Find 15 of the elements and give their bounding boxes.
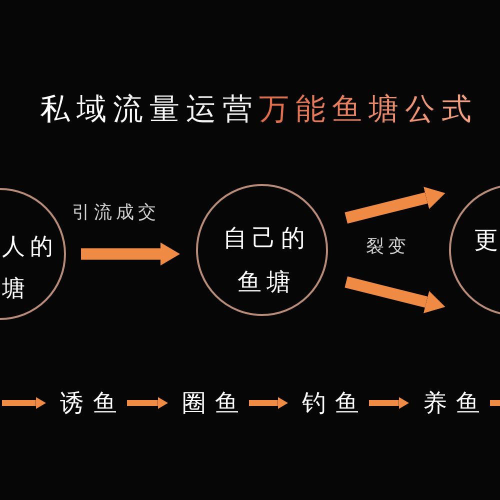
step-label: 圈鱼 <box>182 388 248 418</box>
arrow <box>344 276 446 312</box>
step-label: 诱鱼 <box>60 388 126 418</box>
arrow <box>249 398 288 408</box>
edge-label: 引流成交 <box>72 202 160 224</box>
step-label: 养鱼 <box>423 388 489 418</box>
line <box>490 400 500 406</box>
arrow <box>369 398 409 408</box>
step-label: 钓鱼 <box>302 388 368 418</box>
arrow <box>344 188 446 224</box>
text-label: 裂变 <box>366 236 410 258</box>
circle: 自己的鱼塘 <box>195 183 329 317</box>
arrow <box>2 398 46 408</box>
arrow <box>127 398 168 408</box>
arrow <box>81 244 180 264</box>
